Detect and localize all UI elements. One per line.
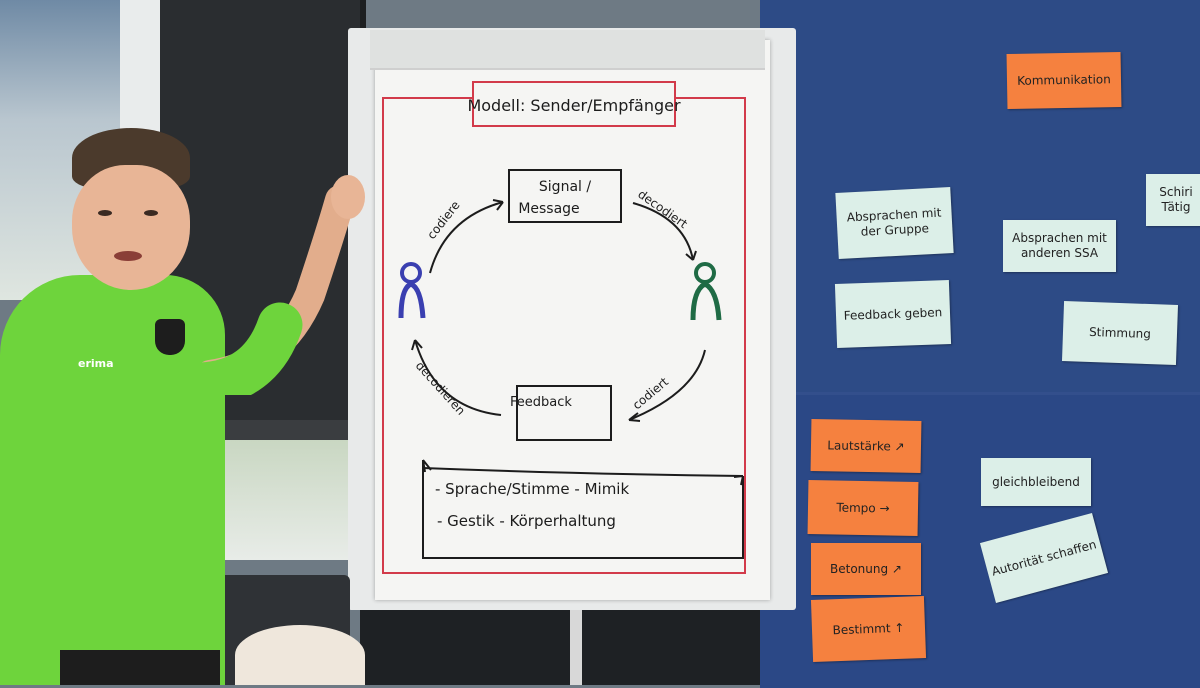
presenter-shorts: [60, 650, 220, 685]
flipchart-drawing: Modell: Sender/Empfänger Signal / Messag…: [382, 81, 746, 574]
floor-shadow: [360, 600, 760, 685]
note-betonung: Betonung ↗: [811, 543, 921, 595]
note-gleichbleibend: gleichbleibend: [981, 458, 1091, 506]
note-absprachen-gruppe: Absprachen mit der Gruppe: [835, 187, 954, 259]
diagram-title: Modell: Sender/Empfänger: [467, 96, 681, 115]
feedback-box: [516, 385, 612, 441]
label-codiere: codiere: [424, 198, 462, 242]
note-schiri: Schiri Tätig: [1146, 174, 1200, 226]
flipchart-paper: [375, 40, 770, 600]
arrowhead: [733, 475, 744, 486]
audience-head: [235, 625, 365, 685]
arrow-encode-top: [429, 201, 504, 274]
note-bestimmt: Bestimmt ↑: [810, 596, 927, 662]
presenter-face: [72, 165, 190, 290]
note-absprachen-ssa: Absprachen mit anderen SSA: [1003, 220, 1116, 272]
sender-figure: [398, 262, 426, 319]
message-label: Message: [518, 201, 579, 217]
feedback-label: Feedback: [510, 395, 572, 410]
display-bezel: [200, 420, 360, 440]
label-decodieren: decodieren: [413, 359, 468, 418]
mouth-icon: [114, 251, 142, 261]
arrow-decode-bottom: [414, 339, 502, 416]
channels-line-1: - Sprache/Stimme - Mimik: [435, 480, 629, 498]
channels-bracket: [422, 460, 744, 559]
presenter-shirt: erima: [0, 275, 225, 685]
signal-label: Signal /: [539, 179, 591, 195]
label-codiert: codiert: [630, 374, 671, 412]
arrowhead: [411, 339, 423, 351]
arrowhead: [628, 412, 641, 422]
label-decodiert: decodiert: [635, 187, 690, 231]
arrowhead: [685, 250, 697, 261]
note-stimmung: Stimmung: [1061, 301, 1179, 365]
shirt-brand: erima: [78, 357, 114, 370]
receiver-figure: [690, 262, 722, 321]
eagle-crest-icon: [155, 319, 185, 355]
arrowhead: [422, 459, 432, 473]
presenter-arm: [200, 175, 365, 395]
arrow-decode-top: [632, 202, 694, 261]
flipchart-leg: [570, 610, 582, 685]
note-tempo: Tempo →: [807, 480, 919, 536]
eye-icon: [144, 210, 158, 216]
channels-line-2: - Gestik - Körperhaltung: [437, 512, 616, 530]
eye-icon: [98, 210, 112, 216]
note-lautstaerke: Lautstärke ↗: [810, 419, 922, 473]
title-box: [472, 81, 676, 127]
arrow-encode-bottom: [628, 349, 706, 421]
signal-box: [508, 169, 622, 223]
arrowhead: [492, 199, 504, 211]
note-feedback-geben: Feedback geben: [834, 280, 952, 348]
note-kommunikation: Kommunikation: [1006, 52, 1122, 109]
flipchart-clamp: [370, 30, 765, 70]
channels-top-line: [422, 467, 744, 477]
